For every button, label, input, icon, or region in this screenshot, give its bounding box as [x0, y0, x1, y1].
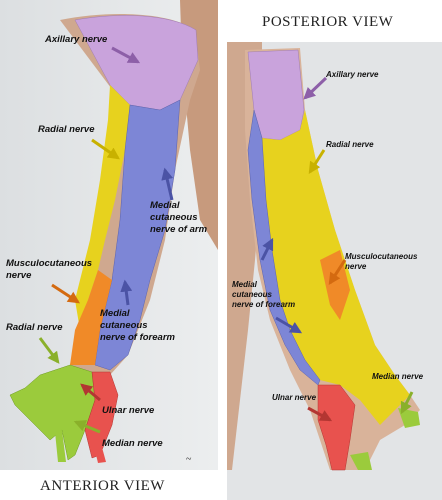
label-anterior-musculocutaneous: Musculocutaneous nerve	[6, 258, 93, 281]
label-anterior-radial-hand: Radial nerve	[6, 322, 63, 333]
arrow-anterior-median	[73, 420, 101, 434]
label-posterior-median: Median nerve	[372, 372, 424, 381]
label-posterior-musculocutaneous: Musculocutaneous nerve	[345, 252, 418, 271]
arrow-posterior-axillary	[303, 76, 328, 100]
posterior-panel	[227, 42, 442, 500]
label-anterior-medial-cutaneous-arm: Medial cutaneous nerve of arm	[150, 200, 208, 235]
arrow-posterior-median	[400, 391, 414, 415]
anterior-finger-little	[93, 440, 106, 463]
arrow-anterior-radial-hand	[38, 337, 60, 364]
arrow-posterior-medial-cutaneous-upper	[260, 237, 274, 261]
anterior-panel: ~	[0, 0, 218, 470]
anterior-region-radial-upper	[75, 85, 130, 330]
label-posterior-axillary: Axillary nerve	[326, 70, 379, 79]
anterior-region-musculocutaneous	[70, 270, 112, 365]
arrow-anterior-ulnar	[80, 383, 101, 402]
anterior-region-medial-cutaneous	[94, 99, 181, 371]
arrow-posterior-medial-cutaneous-lower	[275, 316, 303, 334]
posterior-view-title: POSTERIOR VIEW	[262, 14, 394, 30]
arrow-posterior-ulnar	[307, 406, 333, 422]
artist-mark: ~	[186, 454, 192, 465]
label-posterior-radial: Radial nerve	[326, 140, 374, 149]
label-anterior-ulnar: Ulnar nerve	[102, 405, 155, 416]
posterior-region-ulnar	[317, 384, 356, 471]
anterior-view-title: ANTERIOR VIEW	[40, 478, 165, 494]
arrow-anterior-axillary	[111, 46, 141, 64]
arrow-posterior-radial	[308, 149, 326, 175]
arrow-posterior-musculocutaneous	[328, 259, 347, 286]
label-anterior-medial-cutaneous-forearm: Medial cutaneous nerve of forearm	[100, 308, 175, 343]
arrow-anterior-medial-cutaneous-arm	[161, 167, 174, 201]
posterior-region-median-tips	[350, 452, 372, 470]
anterior-finger-index	[55, 430, 66, 462]
label-posterior-medial-cutaneous-forearm: Medial cutaneous nerve of forearm	[232, 280, 296, 309]
arrow-anterior-radial-upper	[91, 138, 120, 160]
arrow-anterior-medial-cutaneous-forearm	[120, 279, 133, 306]
label-anterior-radial-upper: Radial nerve	[38, 124, 95, 135]
arrow-anterior-musculocutaneous	[51, 283, 81, 304]
label-posterior-ulnar: Ulnar nerve	[272, 393, 317, 402]
label-anterior-axillary: Axillary nerve	[45, 34, 108, 45]
label-anterior-median: Median nerve	[102, 438, 163, 449]
